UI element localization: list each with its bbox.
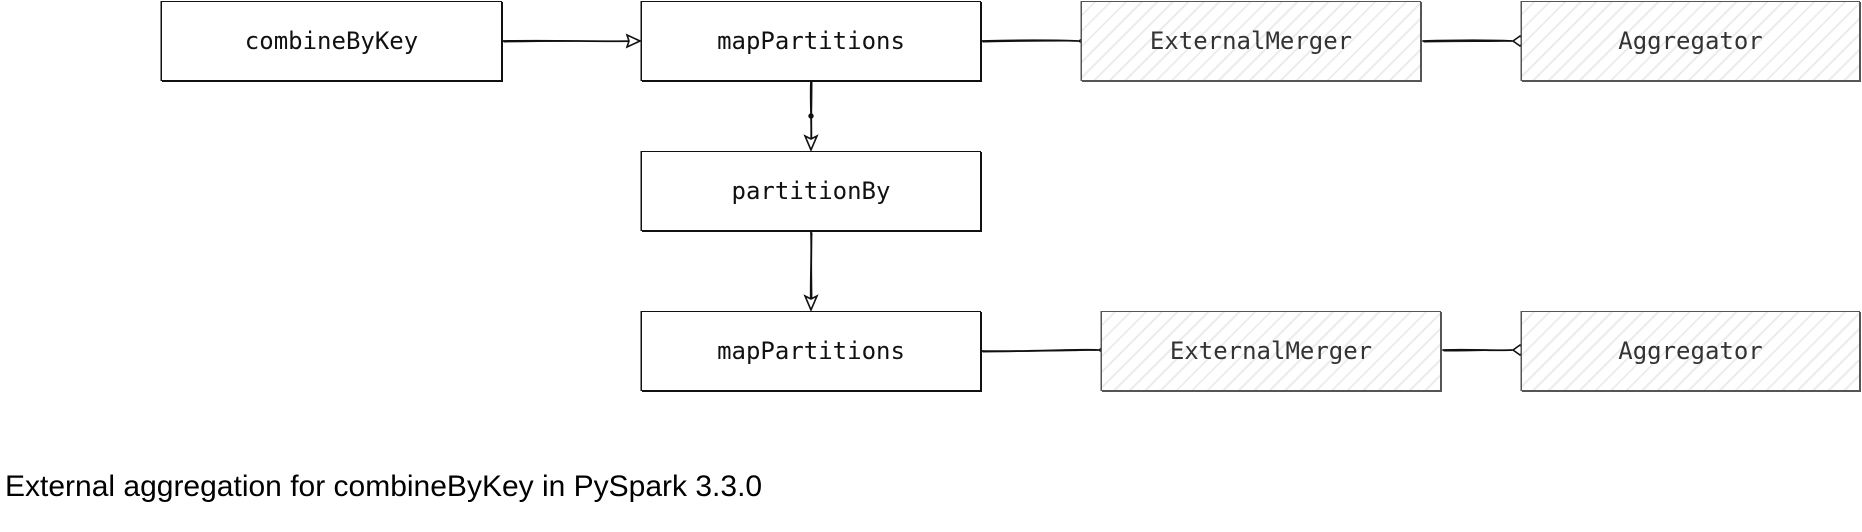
node-mappartitions-1: mapPartitions — [641, 1, 981, 81]
node-label: Aggregator — [1618, 337, 1763, 365]
node-label: Aggregator — [1618, 27, 1763, 55]
edge-combinebykey-to-mappartitions — [502, 33, 642, 49]
node-label: partitionBy — [731, 177, 891, 205]
node-label: mapPartitions — [717, 337, 905, 365]
edge-externalmerger-to-aggregator-2 — [1442, 343, 1527, 357]
node-combinebykey: combineByKey — [161, 1, 502, 81]
edge-mappartitions-to-externalmerger-2 — [981, 343, 1113, 357]
node-label: ExternalMerger — [1149, 27, 1353, 55]
node-label: combineByKey — [244, 27, 419, 55]
edge-mappartitions-to-externalmerger-1 — [981, 34, 1093, 48]
edge-mappartitions-to-partitionby — [803, 80, 819, 153]
node-aggregator-1: Aggregator — [1521, 1, 1860, 81]
node-externalmerger-2: ExternalMerger — [1101, 311, 1441, 391]
edge-partitionby-to-mappartitions-2 — [803, 231, 819, 313]
node-mappartitions-2: mapPartitions — [641, 311, 981, 391]
figure-caption: External aggregation for combineByKey in… — [5, 470, 763, 503]
node-partitionby: partitionBy — [641, 151, 981, 231]
edge-externalmerger-to-aggregator-1 — [1422, 34, 1527, 48]
node-externalmerger-1: ExternalMerger — [1081, 1, 1421, 81]
node-label: mapPartitions — [717, 27, 905, 55]
node-label: ExternalMerger — [1169, 337, 1373, 365]
node-aggregator-2: Aggregator — [1521, 311, 1860, 391]
